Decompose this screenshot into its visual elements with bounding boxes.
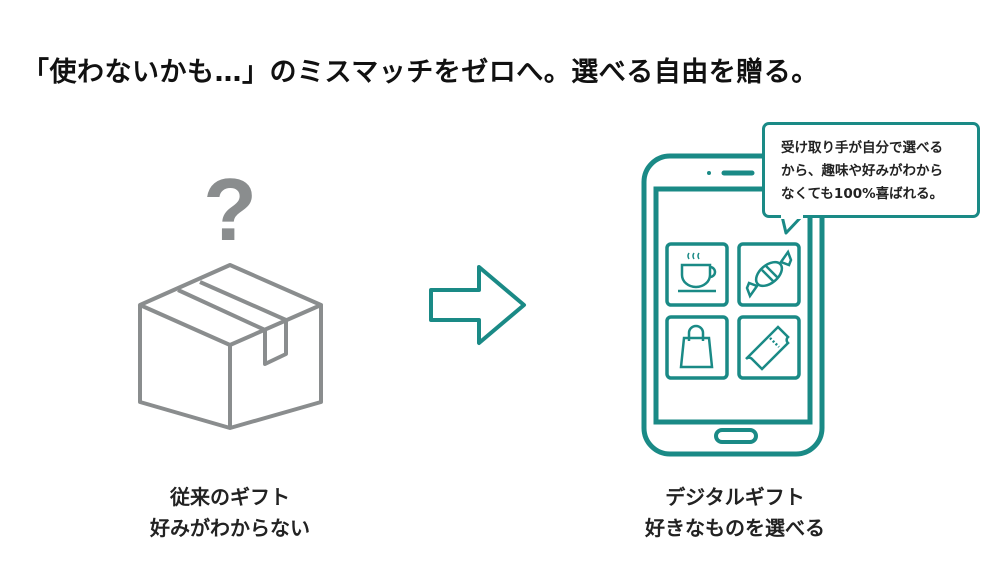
cardboard-box-icon [138, 263, 323, 430]
caption-digital-gift: デジタルギフト 好きなものを選べる [585, 482, 885, 544]
caption-line: 従来のギフト [170, 485, 290, 509]
smartphone-icon [641, 153, 825, 457]
caption-traditional-gift: 従来のギフト 好みがわからない [80, 482, 380, 544]
tile-ticket[interactable] [737, 315, 801, 380]
bubble-line: なくても100%喜ばれる。 [781, 186, 944, 202]
ticket-icon [745, 325, 790, 371]
tile-coffee[interactable] [665, 242, 729, 307]
bubble-line: 受け取り手が自分で選べる [781, 140, 943, 156]
question-mark-icon: ? [203, 160, 257, 259]
caption-line: 好みがわからない [150, 516, 310, 540]
page-title: 「使わないかも…」のミスマッチをゼロへ。選べる自由を贈る。 [22, 57, 819, 88]
shopping-bag-icon [679, 324, 714, 369]
tile-bag[interactable] [665, 315, 729, 380]
coffee-cup-icon [678, 252, 717, 293]
caption-line: 好きなものを選べる [645, 516, 825, 540]
candy-icon [745, 249, 793, 299]
bubble-line: から、趣味や好みがわから [781, 163, 943, 179]
speech-bubble: 受け取り手が自分で選べる から、趣味や好みがわから なくても100%喜ばれる。 [762, 122, 980, 218]
tile-candy[interactable] [737, 242, 801, 307]
caption-line: デジタルギフト [665, 485, 805, 509]
arrow-right-icon [429, 265, 526, 345]
